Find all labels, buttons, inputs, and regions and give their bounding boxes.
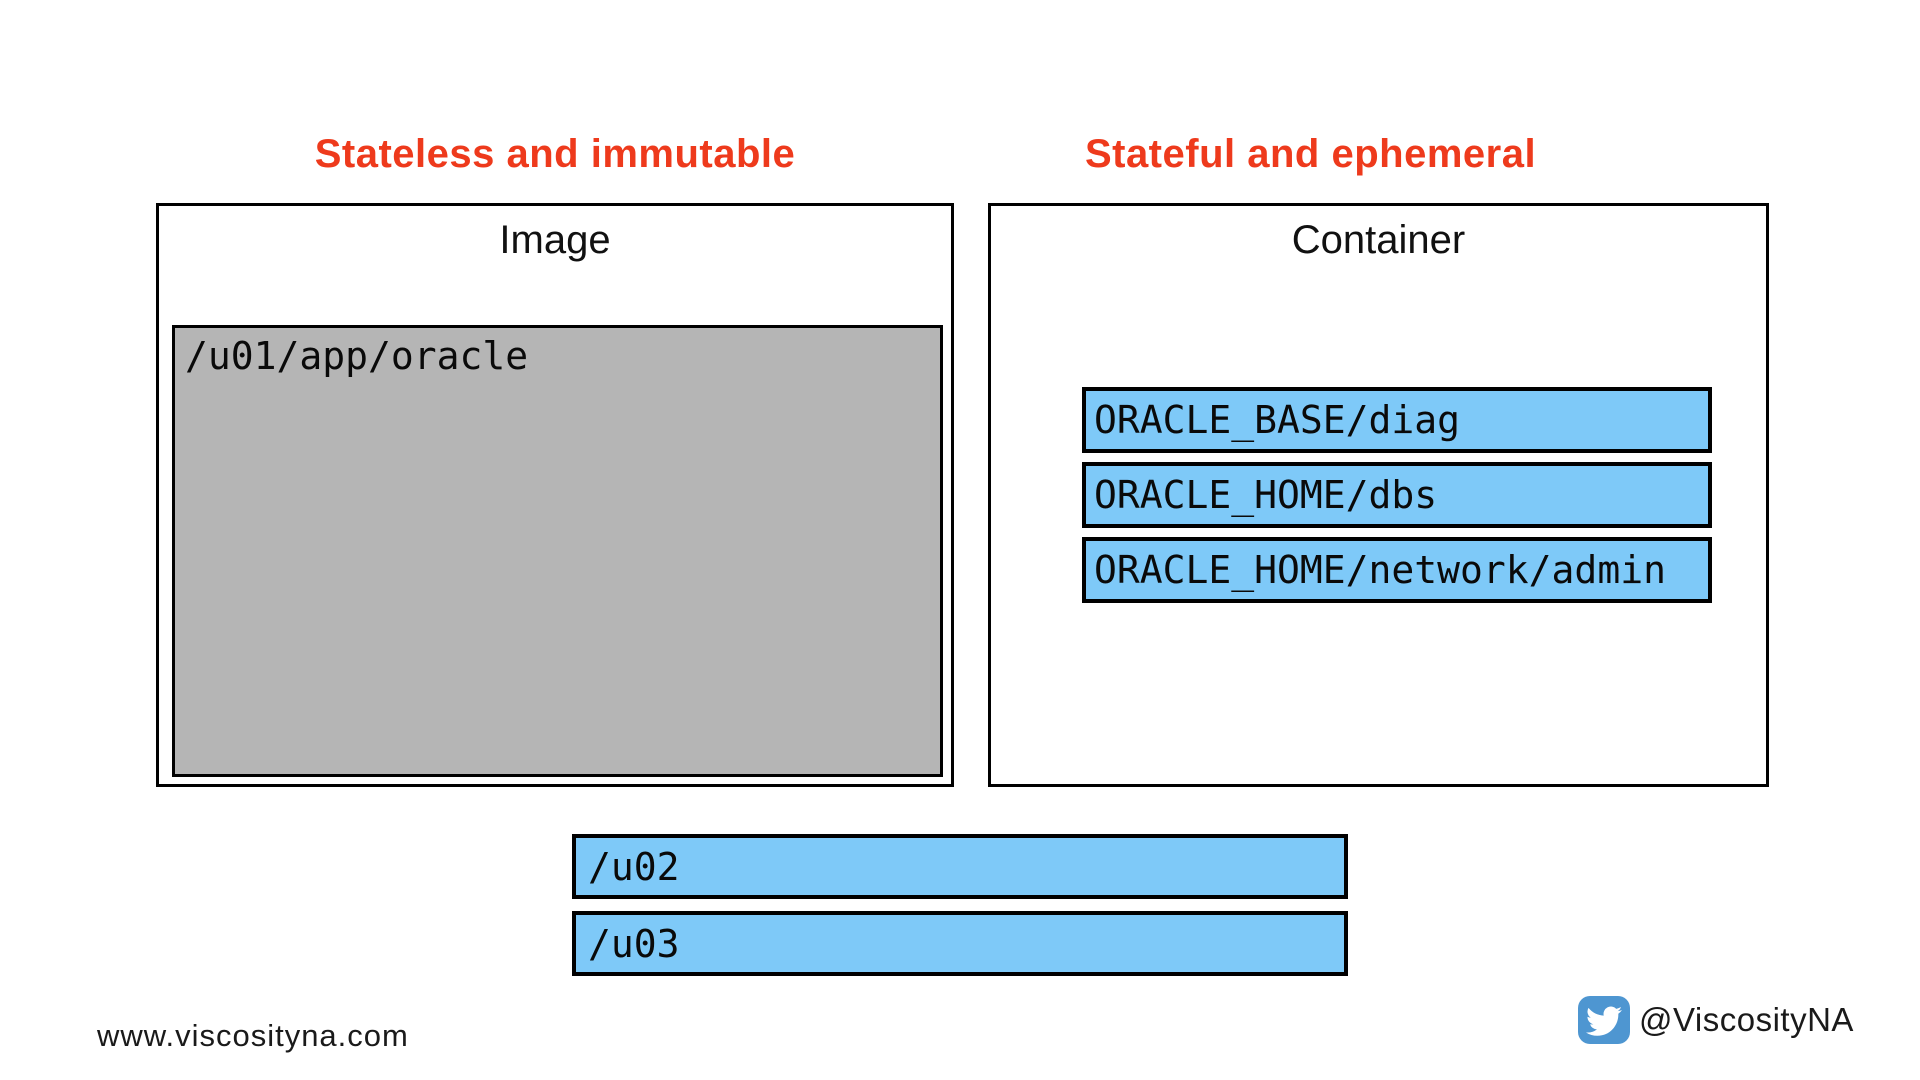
oracle-home-dbs-label: ORACLE_HOME/dbs <box>1094 473 1438 517</box>
oracle-base-diag-box: ORACLE_BASE/diag <box>1082 387 1712 453</box>
u01-volume-box: /u01/app/oracle <box>172 325 943 777</box>
u02-volume-box: /u02 <box>572 834 1348 899</box>
u03-path-label: /u03 <box>588 921 680 966</box>
stateless-heading: Stateless and immutable <box>314 132 796 176</box>
twitter-handle: @ViscosityNA <box>1639 1001 1854 1038</box>
oracle-base-diag-label: ORACLE_BASE/diag <box>1094 398 1461 442</box>
container-box: Container ORACLE_BASE/diag ORACLE_HOME/d… <box>988 203 1769 787</box>
website-url: www.viscosityna.com <box>97 1018 409 1053</box>
twitter-attribution: @ViscosityNA <box>1578 996 1854 1044</box>
oracle-home-network-admin-label: ORACLE_HOME/network/admin <box>1094 548 1666 592</box>
image-box-label: Image <box>499 218 611 262</box>
oracle-home-dbs-box: ORACLE_HOME/dbs <box>1082 462 1712 528</box>
stateful-heading: Stateful and ephemeral <box>1084 132 1537 176</box>
twitter-bird-icon <box>1578 996 1630 1044</box>
container-box-label: Container <box>1291 218 1466 262</box>
u01-path-label: /u01/app/oracle <box>185 334 529 378</box>
u03-volume-box: /u03 <box>572 911 1348 976</box>
image-box: Image /u01/app/oracle <box>156 203 954 787</box>
oracle-home-network-admin-box: ORACLE_HOME/network/admin <box>1082 537 1712 603</box>
u02-path-label: /u02 <box>588 844 680 889</box>
